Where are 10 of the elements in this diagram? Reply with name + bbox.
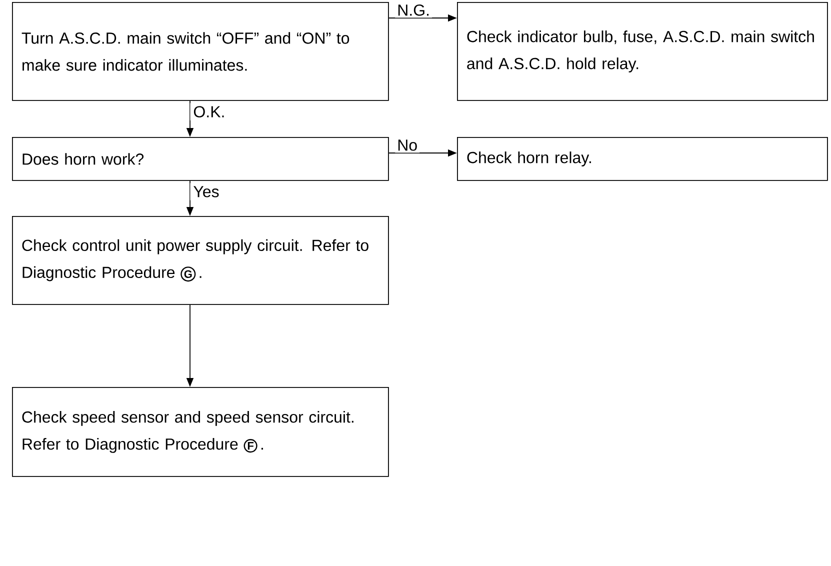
process-box: Check speed sensor and speed sensor circuit. Refer to Diagnostic Procedure F .	[12, 387, 389, 477]
edge-label: Yes	[190, 183, 222, 200]
process-box: Check indicator bulb, fuse, A.S.C.D. main switch and A.S.C.D. hold relay.	[457, 2, 828, 101]
edge-label: N.G.	[395, 2, 432, 18]
process-box: Turn A.S.C.D. main switch “OFF” and “ON” to make sure indicator illuminates.	[12, 2, 389, 101]
process-box: Does horn work?	[12, 137, 389, 181]
process-box: Check control unit power supply circuit. Refer to Diagnostic Procedure G .	[12, 216, 389, 305]
process-box: Check horn relay.	[457, 137, 828, 181]
edge-label: O.K.	[190, 103, 228, 120]
edge-label: No	[395, 138, 420, 153]
